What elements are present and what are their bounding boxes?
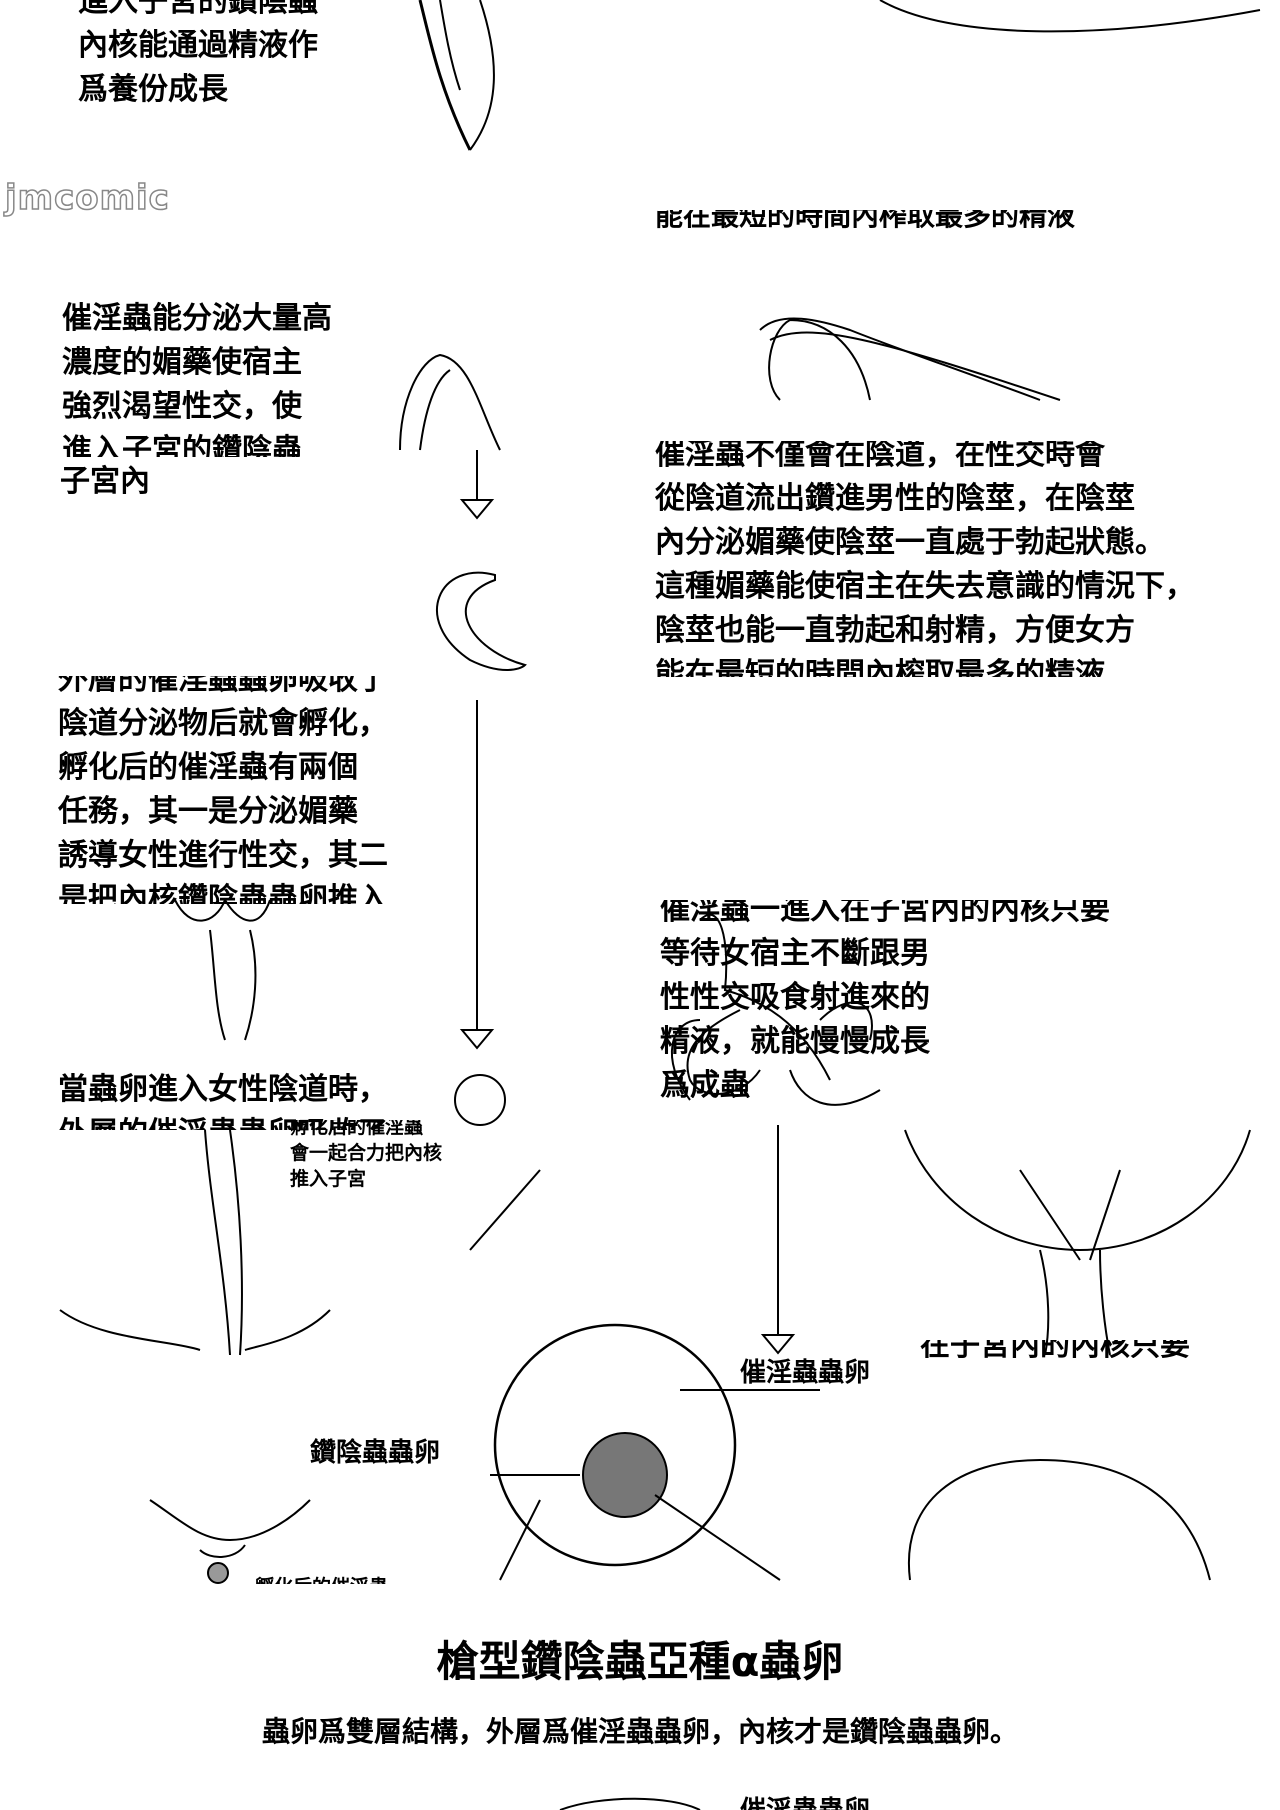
panel2-left-caption-tail: 子宮內 <box>60 464 150 499</box>
panel2-right-caption: 催淫蟲不僅會在陰道，在性交時會 從陰道流出鑽進男性的陰莖，在陰莖 內分泌媚藥使陰… <box>655 441 1195 677</box>
caption-subtitle: 蟲卵爲雙層結構，外層爲催淫蟲蟲卵，內核才是鑽陰蟲蟲卵。 <box>261 1715 1018 1748</box>
label-inner-egg: 鑽陰蟲蟲卵 <box>310 1438 441 1468</box>
panel2-right-clip: 催淫蟲不僅會在陰道，在性交時會 從陰道流出鑽進男性的陰莖，在陰莖 內分泌媚藥使陰… <box>655 441 1275 677</box>
panel3-left-caption: 外層的催淫蟲蟲卵吸收了 陰道分泌物后就會孵化， 孵化后的催淫蟲有兩個 任務，其一… <box>58 676 388 904</box>
panel4-right-caption: 在子宮內的內核只要 <box>920 1340 1190 1358</box>
panel1-right-caption: 能在最短的時間內榨取最多的精液 <box>655 210 1076 232</box>
panel4-small-caption: 孵化后的催淫蟲 會一起合力把內核 推入子宮 <box>290 1120 443 1190</box>
panel5-bottom-clip: 孵化后的催淫蟲 <box>255 1574 455 1584</box>
caption-title: 槍型鑽陰蟲亞種α蟲卵 <box>436 1637 844 1686</box>
panel3-right-caption: 催淫蟲一進入在子宮內的內核只要 等待女宿主不斷跟男 性性交吸食射進來的 精液，就… <box>660 900 1110 1098</box>
panel4-left-caption: 當蟲卵進入女性陰道時， 外層的催淫蟲蟲卵吸收了 <box>58 1072 388 1130</box>
panel2-left-clip: 催淫蟲能分泌大量高 濃度的媚藥使宿主 強烈渴望性交，使 進入子宮的鑽陰蟲 <box>62 297 422 457</box>
footer-label: 催淫蟲蟲卵 <box>740 1790 960 1810</box>
label-outer-egg: 催淫蟲蟲卵 <box>740 1358 871 1388</box>
panel1-caption: 進入子宮的鑽陰蟲 內核能通過精液作 爲養份成長 <box>78 0 318 104</box>
panel4-small-clip: 孵化后的催淫蟲 會一起合力把內核 推入子宮 <box>290 1120 490 1206</box>
panel4-left-clip: 當蟲卵進入女性陰道時， 外層的催淫蟲蟲卵吸收了 <box>58 1068 458 1130</box>
panel2-left-caption: 催淫蟲能分泌大量高 濃度的媚藥使宿主 強烈渴望性交，使 進入子宮的鑽陰蟲 <box>62 301 332 457</box>
panel1-clip: 進入子宮的鑽陰蟲 內核能通過精液作 爲養份成長 <box>78 0 378 104</box>
panel1-right-clip: 能在最短的時間內榨取最多的精液 <box>655 210 1175 244</box>
panel3-right-clip: 催淫蟲一進入在子宮內的內核只要 等待女宿主不斷跟男 性性交吸食射進來的 精液，就… <box>660 900 1240 1098</box>
panel3-left-clip: 外層的催淫蟲蟲卵吸收了 陰道分泌物后就會孵化， 孵化后的催淫蟲有兩個 任務，其一… <box>58 676 458 904</box>
footer-clip: 催淫蟲蟲卵 <box>740 1790 960 1810</box>
panel5-bottom-caption: 孵化后的催淫蟲 <box>255 1574 455 1584</box>
watermark-logo: jmcomic <box>4 177 170 219</box>
panel4-right-clip: 在子宮內的內核只要 <box>920 1340 1240 1358</box>
